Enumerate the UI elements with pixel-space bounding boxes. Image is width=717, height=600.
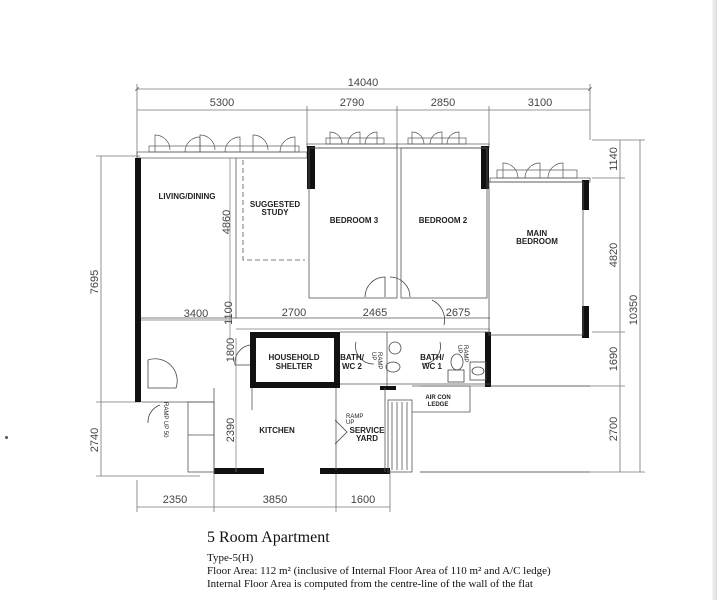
scan-speck (5, 436, 8, 439)
dim-overall-width: 14040 (348, 77, 379, 89)
room-study-line1: SUGGESTED (250, 200, 300, 209)
fixtures (385, 341, 487, 383)
dim-right-overall: 10350 (628, 295, 640, 326)
dim-right-1: 1140 (608, 147, 620, 171)
dim-right-2: 4820 (608, 243, 620, 267)
doors (147, 276, 445, 445)
ramp-label-service-yard: RAMP (346, 414, 363, 420)
partitions (141, 147, 590, 474)
up-label-service-yard: UP (346, 420, 354, 426)
dim-right-3: 1690 (608, 347, 620, 371)
room-main-bedroom-line1: MAIN (527, 229, 548, 238)
ramp-label-entrance: RAMP UP 50 (162, 402, 168, 438)
room-study-line2: STUDY (261, 208, 289, 217)
dim-bottom-2: 3850 (263, 494, 287, 506)
room-shelter-line2: SHELTER (276, 362, 313, 371)
room-bath1-line2: WC 1 (422, 362, 443, 371)
dim-top-3: 2850 (431, 97, 455, 109)
top-dimensions (135, 84, 592, 160)
dim-top-2: 2790 (340, 97, 364, 109)
dim-left-lower: 2740 (89, 428, 101, 452)
room-service-yard-line2: YARD (356, 434, 378, 443)
room-service-yard-line1: SERVICE (350, 426, 386, 435)
left-dimensions (96, 155, 200, 477)
room-kitchen: KITCHEN (259, 426, 295, 435)
room-aircon-line2: LEDGE (428, 402, 449, 408)
dim-bath2-width: 2465 (363, 307, 387, 319)
walls (135, 146, 589, 474)
ramp-label-bath2: RAMP (376, 352, 382, 369)
dim-living-width: 3400 (184, 308, 208, 320)
dim-corridor: 1100 (223, 301, 235, 325)
page-edge-shadow (712, 0, 717, 600)
bottom-dimensions (136, 470, 391, 512)
dim-shelter-height: 1800 (225, 338, 237, 362)
room-bath2-line1: BATH/ (340, 353, 365, 362)
floor-plan-drawing: 14040 5300 2790 2850 3100 7695 2740 1140… (89, 77, 645, 512)
apartment-title: 5 Room Apartment (207, 529, 330, 546)
dim-top-4: 3100 (528, 97, 552, 109)
room-bath1-line1: BATH/ (420, 353, 445, 362)
room-bedroom-2: BEDROOM 2 (419, 216, 468, 225)
dim-kitchen-height: 2390 (225, 418, 237, 442)
top-windows (136, 131, 591, 183)
dim-bath1-width: 2675 (446, 307, 470, 319)
interior-dimension-lines (141, 158, 490, 472)
floor-area-note: Internal Floor Area is computed from the… (207, 578, 533, 590)
room-shelter-line1: HOUSEHOLD (268, 353, 319, 362)
floor-area: Floor Area: 112 m² (inclusive of Interna… (207, 565, 551, 577)
room-aircon-line1: AIR CON (425, 395, 450, 401)
dim-shelter-width: 2700 (282, 307, 306, 319)
up-label-bath2: UP (370, 352, 376, 360)
up-label-bath1: UP (456, 345, 462, 353)
room-bedroom-3: BEDROOM 3 (330, 216, 379, 225)
plan-caption: 5 Room Apartment Type-5(H) Floor Area: 1… (207, 528, 551, 591)
dim-bottom-3: 1600 (351, 494, 375, 506)
ramp-label-bath1: RAMP (462, 345, 468, 362)
dim-left-upper: 7695 (89, 270, 101, 294)
room-main-bedroom-line2: BEDROOM (516, 237, 558, 246)
dim-bottom-1: 2350 (163, 494, 187, 506)
dim-right-4: 2700 (608, 417, 620, 441)
dim-top-1: 5300 (210, 97, 234, 109)
room-bath2-line2: WC 2 (342, 362, 363, 371)
room-living-dining: LIVING/DINING (159, 192, 216, 201)
apartment-type: Type-5(H) (207, 552, 254, 564)
dim-study-height: 4860 (221, 210, 233, 234)
